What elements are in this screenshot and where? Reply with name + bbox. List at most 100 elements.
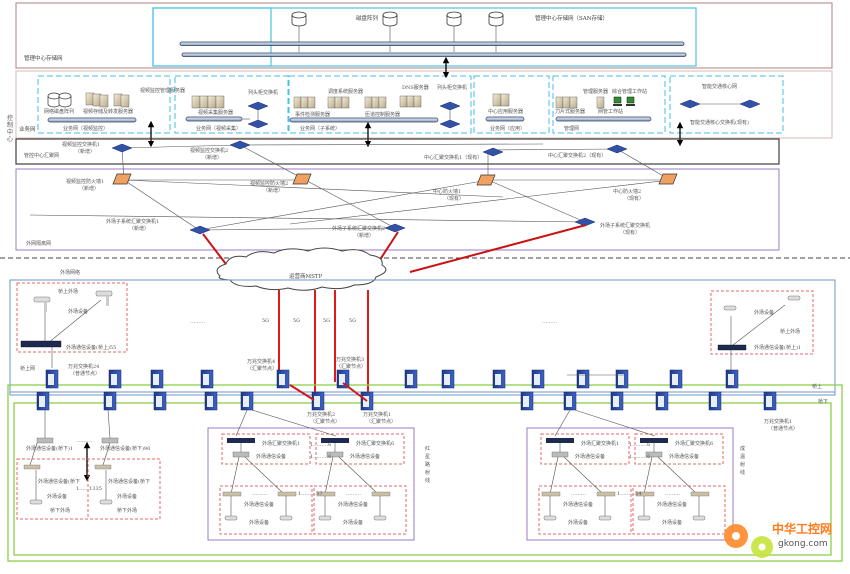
comm-left-label: 外场通信设备(桥下)1 — [26, 445, 73, 452]
field-agg-switch-2[interactable]: 外场子系统汇聚交换机2 （新增） — [332, 223, 406, 239]
ring-switch-tower-icon[interactable] — [492, 369, 506, 389]
lower-ring-label: 桥下 — [818, 398, 828, 405]
ring-switch-tower-icon[interactable] — [150, 369, 164, 389]
ring-switch-tower-icon[interactable] — [153, 391, 167, 411]
field-net-label: 外场网络 — [60, 269, 80, 276]
link-range-a: 1………6 — [310, 442, 331, 448]
label-video-storage-server: 视频存储及转发服务器 — [83, 108, 133, 115]
svg-text:（新增）: （新增） — [79, 185, 99, 192]
device-label: 外场设备 — [249, 519, 269, 526]
center-agg-switch-1[interactable]: 中心汇聚交换机1（现有） — [424, 147, 504, 161]
ellipsis: ……… — [346, 491, 361, 497]
svg-text:（汇聚节点）: （汇聚节点） — [336, 363, 366, 370]
ring-switch-tower-icon[interactable] — [520, 391, 534, 411]
ring-switch-tower-icon[interactable] — [103, 391, 117, 411]
link-range-b: 1………6 — [629, 454, 650, 460]
bus-label-management: 管理网 — [564, 125, 579, 132]
center-agg-switch-2[interactable]: 中心汇聚交换机2（现有） — [548, 144, 628, 159]
svg-text:桥下外场: 桥下外场 — [50, 507, 70, 514]
ring-switch-tower-icon[interactable] — [204, 391, 218, 411]
svg-text:中心防火墙1: 中心防火墙1 — [433, 188, 461, 195]
mstp-cloud: 运营商MSTP — [216, 247, 387, 291]
camera-icon — [543, 515, 557, 521]
svg-text:（新增）: （新增） — [75, 148, 95, 155]
svg-text:中心防火墙2: 中心防火墙2 — [613, 188, 641, 195]
ring-switch-tower-icon[interactable] — [311, 391, 325, 411]
ring-switch-tower-icon[interactable] — [563, 391, 577, 411]
label-event-detect-server: 事件检测服务器 — [295, 111, 330, 118]
center-firewall-1[interactable]: 中心防火墙1 （现有） — [433, 174, 496, 202]
video-switch-2[interactable]: 视频监控交换机2 （新增） — [190, 140, 251, 161]
label-nms-workstation: 网管工作站 — [598, 108, 623, 115]
aggregation-net-label: 管控中心汇聚网 — [24, 152, 59, 159]
link-5g-3: 5G — [323, 318, 330, 324]
svg-text:外场设备: 外场设备 — [47, 493, 67, 500]
group-management: 管理服务器 综合管理工作站 刀片式服务器 网管工作站 管理网 — [552, 75, 666, 134]
label-rack-switch: 列头柜交换机 — [248, 89, 278, 96]
watermark-brand: 中华工控网 — [772, 521, 832, 536]
link-range-b: 1………6 — [310, 454, 331, 460]
business-net-label: 业务网 — [19, 125, 36, 133]
ring-switch-tower-icon[interactable] — [576, 369, 590, 389]
ring-switch-tower-icon[interactable] — [36, 391, 50, 411]
radial-line-label-char: 成 — [740, 445, 745, 452]
camera-icon — [318, 515, 332, 521]
svg-text:（普通节点）: （普通节点） — [70, 370, 100, 377]
ring-switch-tower-icon[interactable] — [531, 369, 545, 389]
ring-switch-tower-icon[interactable] — [655, 391, 669, 411]
radial-line-2: 成温射线外场汇聚交换机1外场通信设备………外场通信设备外场设备外场汇聚交换机6外… — [526, 427, 745, 541]
svg-text:桥上外场: 桥上外场 — [58, 288, 78, 295]
firewall-icon — [476, 174, 496, 186]
ring-switch-1-normal-label: 万兆交换机1 — [764, 418, 792, 425]
ring-switch-tower-icon[interactable] — [404, 369, 418, 389]
ring-switch-tower-icon[interactable] — [336, 369, 350, 389]
ring-switch-tower-icon[interactable] — [441, 369, 455, 389]
field-agg-switches: 外场子系统汇聚交换机1 （新增） 外场子系统汇聚交换机2 （新增） 外场子系统汇… — [106, 217, 650, 239]
ring-switch-1-label: 万兆交换机1 — [363, 411, 391, 418]
label-rack-switch-2: 列头柜交换机 — [437, 84, 467, 91]
ring-switch-tower-icon[interactable] — [669, 369, 683, 389]
comm-label: 外场通信设备 — [563, 501, 593, 508]
bus-video-monitor — [47, 117, 137, 123]
ring-switch-tower-icon[interactable] — [763, 391, 777, 411]
link-5g-1: 5G — [262, 318, 269, 324]
storage-network-zone: 管理中心存储网 管理中心存储网（SAN存储） 磁盘阵列 — [15, 2, 833, 69]
ring-switch-tower-icon[interactable] — [610, 391, 624, 411]
center-firewall-2[interactable]: 中心防火墙2 （现有） — [613, 173, 678, 202]
radial-line-label-char: 温 — [740, 453, 745, 460]
ring-switch-tower-icon[interactable] — [200, 369, 214, 389]
ring-switch-tower-icon[interactable] — [725, 369, 739, 389]
radial-line-label-char: 星 — [425, 454, 430, 460]
svg-text:视频监控防火墙2: 视频监控防火墙2 — [250, 180, 288, 187]
san-bus-a — [179, 41, 685, 46]
ring-switch-tower-icon[interactable] — [708, 391, 722, 411]
agg-switch-label: 外场汇聚交换机6 — [356, 440, 394, 447]
comm-device-icon — [36, 437, 54, 444]
field-agg-switch-existing[interactable]: 外场子系统汇聚交换机 （现有） — [574, 217, 650, 236]
video-switch-1[interactable]: 视频监控交换机1 （新增） — [62, 141, 133, 155]
link-range-c: 1………54 — [617, 491, 642, 497]
agg-switch-icon — [640, 438, 668, 443]
video-firewall-1[interactable]: 视频监控防火墙1 （新增） — [66, 173, 132, 192]
svg-text:视频监控交换机1: 视频监控交换机1 — [62, 141, 100, 148]
ring-switch-towers — [36, 369, 777, 411]
bus-label-subsystem: 业务网（子系统） — [300, 125, 340, 132]
san-bus-b — [181, 52, 687, 57]
app-server-icon — [492, 93, 502, 107]
field-agg-switch-1[interactable]: 外场子系统汇聚交换机1 （新增） — [106, 218, 211, 235]
ring-switch-tower-icon[interactable] — [276, 369, 290, 389]
label-admin-workstation: 综合管理工作站 — [612, 88, 647, 95]
ring-switch-tower-icon[interactable] — [108, 369, 122, 389]
ring-switch-tower-icon[interactable] — [615, 369, 629, 389]
switch-icon — [606, 144, 628, 154]
agg-switch-icon — [321, 438, 349, 443]
svg-text:（新增）: （新增） — [263, 187, 283, 194]
video-firewall-2[interactable]: 视频监控防火墙2 （新增） — [250, 173, 312, 194]
rack-switch-icon — [247, 101, 269, 129]
subsystem-server-icon — [293, 95, 422, 109]
comm-label: 外场通信设备 — [350, 453, 380, 460]
label-blade-server: 刀片式服务器 — [555, 108, 585, 115]
ring-switch-tower-icon[interactable] — [240, 391, 254, 411]
ring-switch-tower-icon[interactable] — [45, 369, 59, 389]
camera-icon — [598, 515, 612, 521]
